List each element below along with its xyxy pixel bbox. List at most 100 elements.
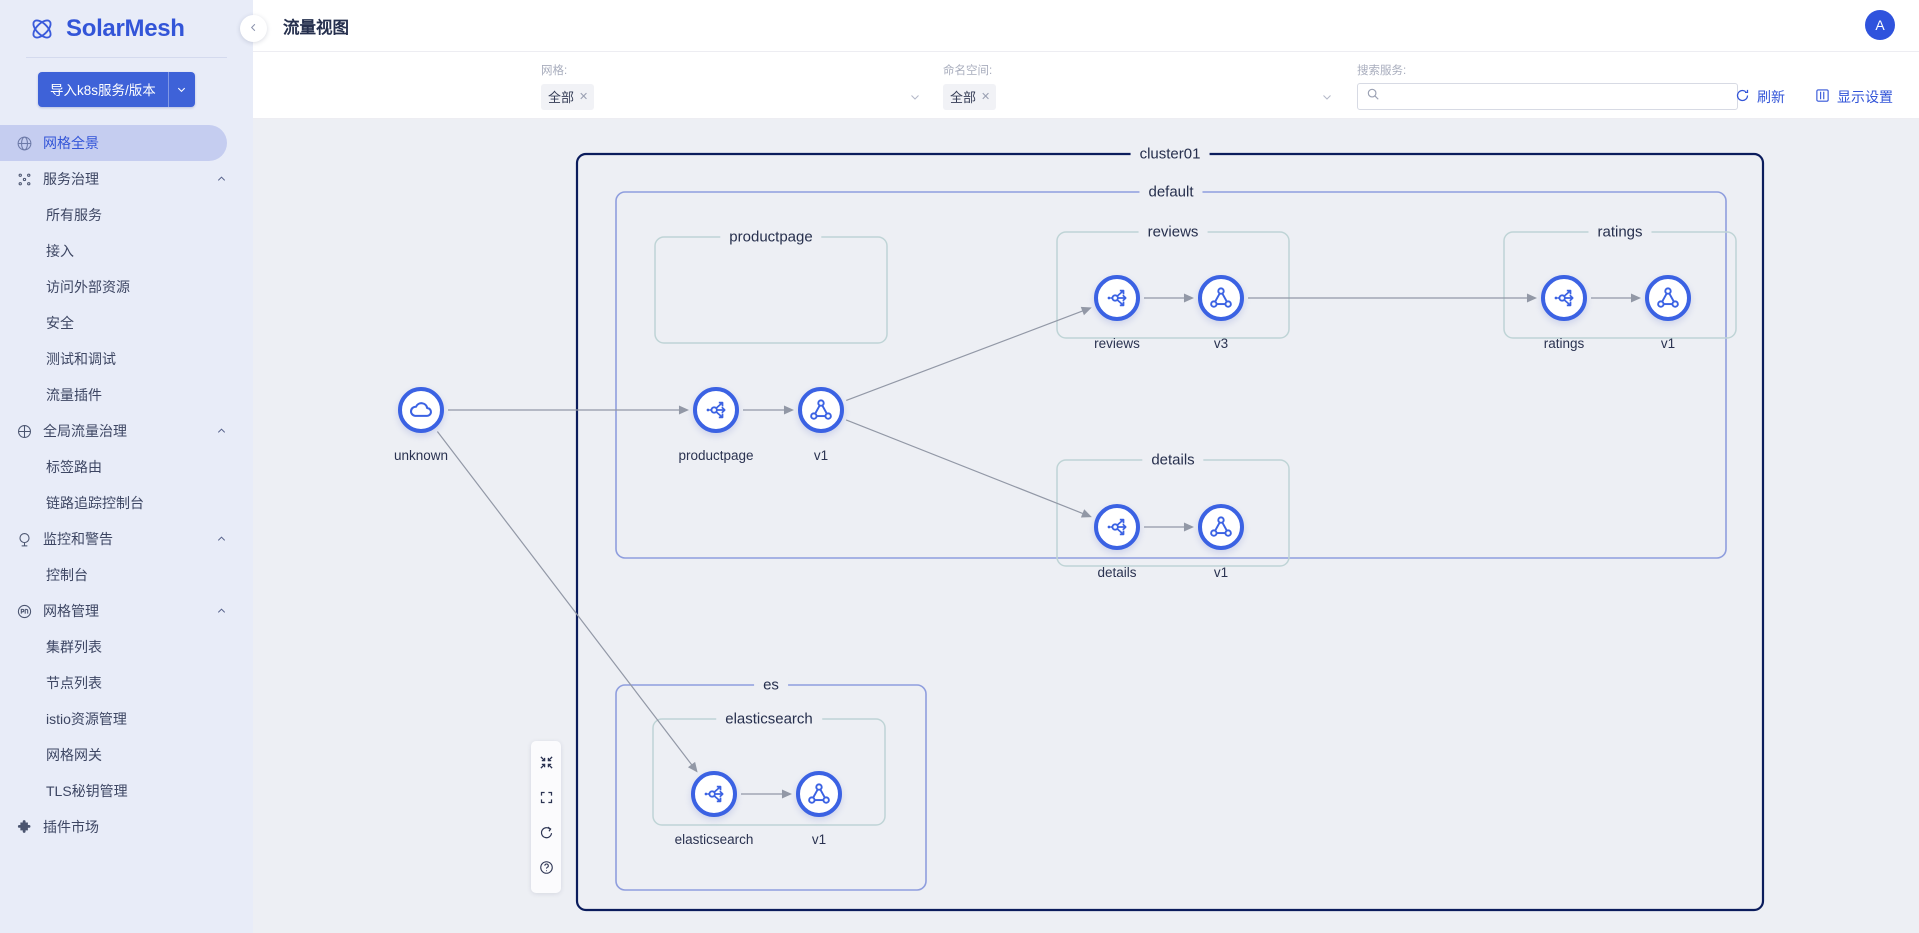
filter-namespace-select[interactable]: 全部 ✕ [943,83,1333,110]
chevron-down-icon[interactable] [1321,90,1333,102]
avatar[interactable]: A [1865,10,1895,40]
reload-button[interactable] [531,817,561,852]
search-input[interactable] [1386,84,1737,109]
sidebar-item-11[interactable]: 监控和警告 [0,521,253,557]
close-icon[interactable]: ✕ [579,90,589,103]
filter-mesh: 网格: 全部 ✕ [541,62,921,110]
workload-share-icon [1208,514,1234,540]
sidebar-item-17[interactable]: 网格网关 [0,737,253,773]
sidebar-item-label: 网格全景 [43,135,99,151]
sidebar-item-0[interactable]: 网格全景 [0,125,227,161]
collapse-arrows-button[interactable] [531,747,561,782]
graph-edge [436,431,693,766]
graph-node-elasticsearch-v1[interactable] [796,771,842,817]
sidebar-item-18[interactable]: TLS秘钥管理 [0,773,253,809]
workload-share-icon [806,781,832,807]
workload-share-icon [1208,285,1234,311]
graph-node-label-elasticsearch: elasticsearch [674,832,754,847]
chevron-down-icon[interactable] [909,90,921,102]
service-group-label-reviews: reviews [1138,223,1208,241]
sidebar-item-7[interactable]: 流量插件 [0,377,253,413]
service-route-icon [701,781,727,807]
graph-node-label-elasticsearch-v1: v1 [811,832,827,847]
filter-namespace-chip[interactable]: 全部 ✕ [943,83,997,110]
bar-actions: 刷新 显示设置 [1735,87,1893,107]
graph-node-ratings[interactable] [1541,275,1587,321]
filter-bar: 网格: 全部 ✕ 命名空间: 全部 ✕ [253,51,1919,119]
service-route-icon [1551,285,1577,311]
sidebar-item-13[interactable]: 网格管理 [0,593,253,629]
import-k8s-button[interactable]: 导入k8s服务/版本 [38,72,195,107]
sidebar-item-10[interactable]: 链路追踪控制台 [0,485,253,521]
sidebar-item-label: 全局流量治理 [43,423,127,439]
sidebar-item-14[interactable]: 集群列表 [0,629,253,665]
graph-edge-arrow [1080,509,1092,518]
graph-node-ratings-v1[interactable] [1645,275,1691,321]
graph-node-details[interactable] [1094,504,1140,550]
graph-node-label-ratings-v1: v1 [1660,336,1676,351]
sidebar-item-5[interactable]: 安全 [0,305,253,341]
graph-edge [845,419,1084,515]
graph-node-productpage[interactable] [693,387,739,433]
filter-mesh-chip[interactable]: 全部 ✕ [541,83,595,110]
service-box-reviews[interactable] [1056,231,1290,339]
sidebar-item-16[interactable]: istio资源管理 [0,701,253,737]
sidebar-item-4[interactable]: 访问外部资源 [0,269,253,305]
sidebar-item-8[interactable]: 全局流量治理 [0,413,253,449]
display-settings-button[interactable]: 显示设置 [1815,87,1893,107]
graph-edge-arrow [781,789,792,799]
sidebar-item-12[interactable]: 控制台 [0,557,253,593]
graph-node-label-details-v1: v1 [1213,565,1229,580]
graph-edge-arrow [783,405,794,415]
brand[interactable]: SolarMesh [0,0,253,57]
namespace-box-default[interactable] [615,191,1727,559]
graph-edge-arrow [1080,306,1092,316]
sidebar-divider [26,57,227,58]
graph-node-label-unknown: unknown [393,448,449,463]
fit-screen-button[interactable] [531,782,561,817]
graph-node-elasticsearch[interactable] [691,771,737,817]
monitor-icon [16,531,33,548]
reload-icon [539,825,554,845]
graph-edge-arrow [1630,293,1641,303]
sidebar-item-label: 安全 [46,315,74,331]
filter-mesh-label: 网格: [541,65,568,77]
refresh-button[interactable]: 刷新 [1735,87,1785,107]
service-box-productpage[interactable] [654,236,888,344]
service-box-elasticsearch[interactable] [652,718,886,826]
graph-node-reviews[interactable] [1094,275,1140,321]
sidebar-item-label: 测试和调试 [46,351,116,367]
cluster-box[interactable] [575,152,1765,912]
sidebar-item-9[interactable]: 标签路由 [0,449,253,485]
graph-node-label-productpage-v1: v1 [813,448,829,463]
graph-node-unknown[interactable] [398,387,444,433]
chevron-down-icon[interactable] [167,72,195,107]
service-box-ratings[interactable] [1503,231,1737,339]
sidebar-item-label: 网格管理 [43,603,99,619]
close-icon[interactable]: ✕ [981,90,991,103]
search-input-wrap[interactable] [1357,83,1738,110]
graph-node-details-v1[interactable] [1198,504,1244,550]
help-button[interactable] [531,852,561,887]
sidebar-item-label: 所有服务 [46,207,102,223]
service-box-details[interactable] [1056,459,1290,567]
graph-node-productpage-v1[interactable] [798,387,844,433]
sidebar-item-6[interactable]: 测试和调试 [0,341,253,377]
sidebar-item-19[interactable]: 插件市场 [0,809,253,845]
service-route-icon [1104,285,1130,311]
chevron-left-icon [248,20,259,38]
graph-edge-arrow [1183,522,1194,532]
display-settings-icon [1815,88,1830,106]
atom-icon [29,16,55,42]
sidebar-item-label: istio资源管理 [46,711,127,727]
sidebar-collapse-button[interactable] [240,15,267,42]
sidebar-item-15[interactable]: 节点列表 [0,665,253,701]
sidebar-item-3[interactable]: 接入 [0,233,253,269]
sidebar-item-1[interactable]: 服务治理 [0,161,253,197]
display-settings-label: 显示设置 [1837,89,1893,105]
graph-node-reviews-v3[interactable] [1198,275,1244,321]
flow-icon [16,423,33,440]
sidebar-item-2[interactable]: 所有服务 [0,197,253,233]
filter-mesh-select[interactable]: 全部 ✕ [541,83,921,110]
